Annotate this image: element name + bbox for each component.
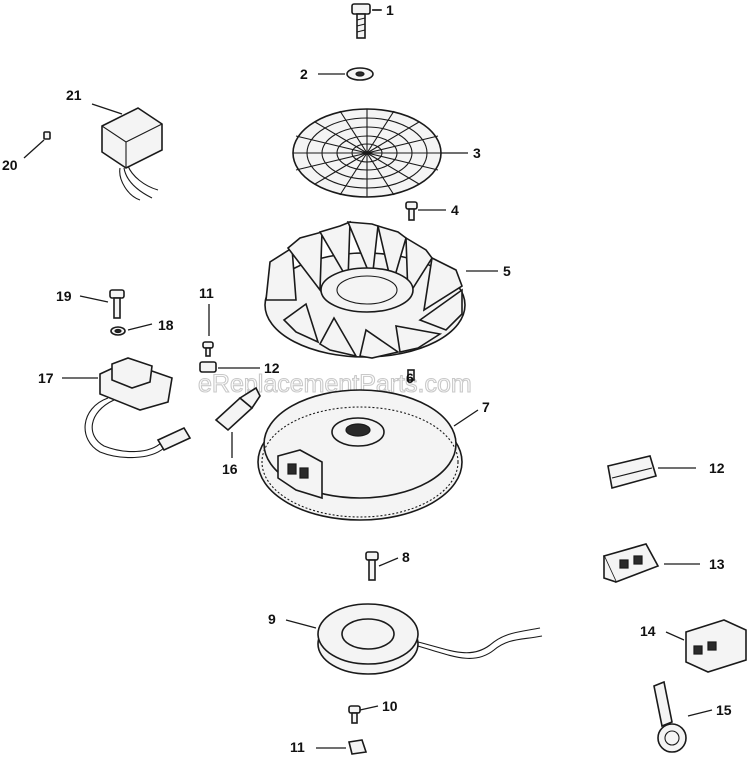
callout-11-left: 11 bbox=[199, 285, 214, 301]
callout-labels: 1 2 3 4 5 6 7 8 9 10 11 11 12 12 13 14 1… bbox=[2, 2, 732, 755]
callout-20: 20 bbox=[2, 157, 18, 173]
part-11-clip-bottom[interactable] bbox=[348, 739, 368, 755]
callout-9: 9 bbox=[268, 611, 276, 627]
part-10-screw[interactable] bbox=[348, 705, 361, 724]
part-4-screw[interactable] bbox=[405, 201, 418, 221]
callout-7: 7 bbox=[482, 399, 490, 415]
callout-17: 17 bbox=[38, 370, 54, 386]
callout-1: 1 bbox=[386, 2, 394, 18]
part-19-bolt[interactable] bbox=[109, 289, 125, 319]
callout-16: 16 bbox=[222, 461, 238, 477]
callout-3: 3 bbox=[473, 145, 481, 161]
part-5-fan[interactable] bbox=[264, 220, 466, 359]
callout-12-left: 12 bbox=[264, 360, 280, 376]
part-13-connector-housing[interactable] bbox=[602, 543, 660, 584]
part-17-ignition-module[interactable] bbox=[84, 357, 192, 459]
callout-15: 15 bbox=[716, 702, 732, 718]
part-7-flywheel[interactable] bbox=[257, 389, 463, 521]
callout-21: 21 bbox=[66, 87, 82, 103]
callout-19: 19 bbox=[56, 288, 72, 304]
part-9-stator[interactable] bbox=[317, 603, 543, 675]
part-11-screw-left[interactable] bbox=[202, 341, 214, 357]
callout-11-bottom: 11 bbox=[290, 739, 305, 755]
callout-13: 13 bbox=[709, 556, 725, 572]
part-16-spark-plug[interactable] bbox=[214, 386, 261, 432]
part-20-screw[interactable] bbox=[43, 131, 51, 140]
part-15-cable-clamp[interactable] bbox=[653, 680, 687, 753]
callout-10: 10 bbox=[382, 698, 398, 714]
callout-6: 6 bbox=[406, 370, 414, 386]
callout-14: 14 bbox=[640, 623, 656, 639]
part-21-rectifier[interactable] bbox=[101, 107, 163, 201]
part-12-connector-left[interactable] bbox=[199, 361, 217, 373]
callout-2: 2 bbox=[300, 66, 308, 82]
part-8-bolt[interactable] bbox=[365, 551, 379, 581]
callout-8: 8 bbox=[402, 549, 410, 565]
part-1-bolt[interactable] bbox=[351, 3, 371, 39]
callout-18: 18 bbox=[158, 317, 174, 333]
part-2-washer[interactable] bbox=[346, 67, 374, 81]
leader-lines bbox=[23, 9, 713, 749]
callout-12-right: 12 bbox=[709, 460, 725, 476]
callout-4: 4 bbox=[451, 202, 459, 218]
part-12-connector-right[interactable] bbox=[607, 455, 658, 490]
part-14-plug[interactable] bbox=[685, 619, 747, 673]
part-6-key[interactable] bbox=[407, 369, 415, 381]
callout-5: 5 bbox=[503, 263, 511, 279]
part-3-fan-screen[interactable] bbox=[292, 108, 442, 198]
part-18-o-ring[interactable] bbox=[110, 326, 126, 336]
